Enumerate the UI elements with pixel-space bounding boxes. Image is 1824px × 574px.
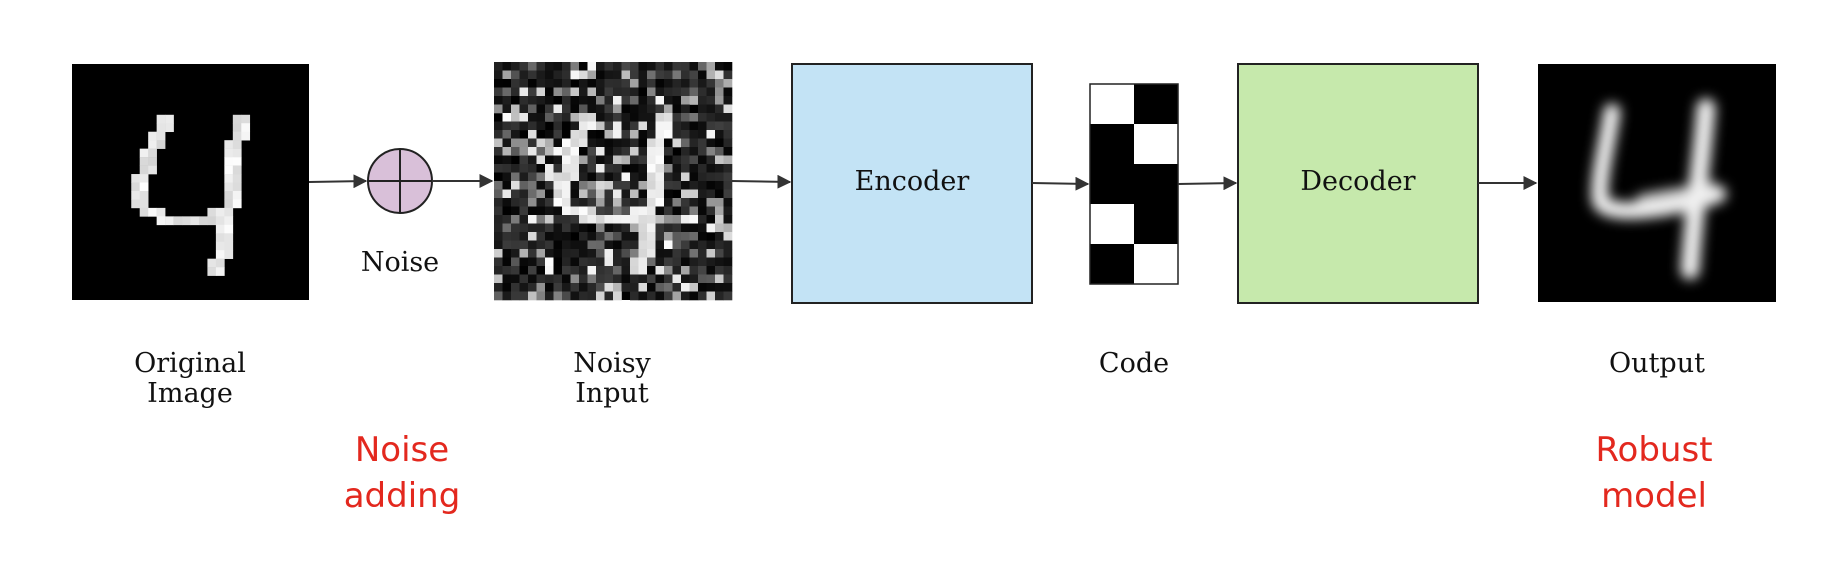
robust-model-annotation-line1: Robust [1595, 430, 1712, 470]
output-label: Output [1609, 348, 1705, 379]
code-cell [1090, 124, 1134, 164]
code-cell [1134, 244, 1178, 284]
code-cell [1134, 124, 1178, 164]
output-digit [1591, 98, 1727, 280]
encoder-block: Encoder [791, 63, 1033, 304]
code-cell [1134, 84, 1178, 124]
robust-model-annotation-line2: model [1601, 476, 1707, 516]
code-cell [1090, 84, 1134, 124]
noisy-input-label-line2: Input [575, 378, 649, 409]
original-image-label-line2: Image [147, 378, 233, 409]
noise-label: Noise [361, 247, 439, 278]
noise-adding-annotation-line1: Noise [355, 430, 449, 470]
code-cell [1090, 164, 1134, 204]
arrow-noisy-input-to-encoder [731, 174, 792, 189]
code-label: Code [1099, 348, 1169, 379]
code-block [1089, 83, 1179, 285]
decoder-block: Decoder [1237, 63, 1479, 304]
original-image [72, 64, 309, 300]
original-digit-pixels [131, 114, 251, 276]
noisy-input-image [494, 62, 733, 301]
code-cell [1134, 164, 1178, 204]
original-image-label-line1: Original [134, 348, 246, 379]
arrow-original-to-noise [308, 174, 368, 189]
noisy-input-pixels [494, 62, 733, 301]
arrow-code-to-decoder [1177, 176, 1238, 191]
noisy-input-label-line1: Noisy [573, 348, 651, 379]
encoder-label: Encoder [855, 166, 970, 197]
code-cell [1134, 204, 1178, 244]
decoder-label: Decoder [1300, 166, 1415, 197]
arrow-encoder-to-code [1031, 176, 1090, 191]
code-cell [1090, 244, 1134, 284]
output-image [1538, 64, 1776, 302]
noise-add-node [367, 148, 433, 214]
noise-adding-annotation-line2: adding [344, 476, 461, 516]
code-cell [1090, 204, 1134, 244]
